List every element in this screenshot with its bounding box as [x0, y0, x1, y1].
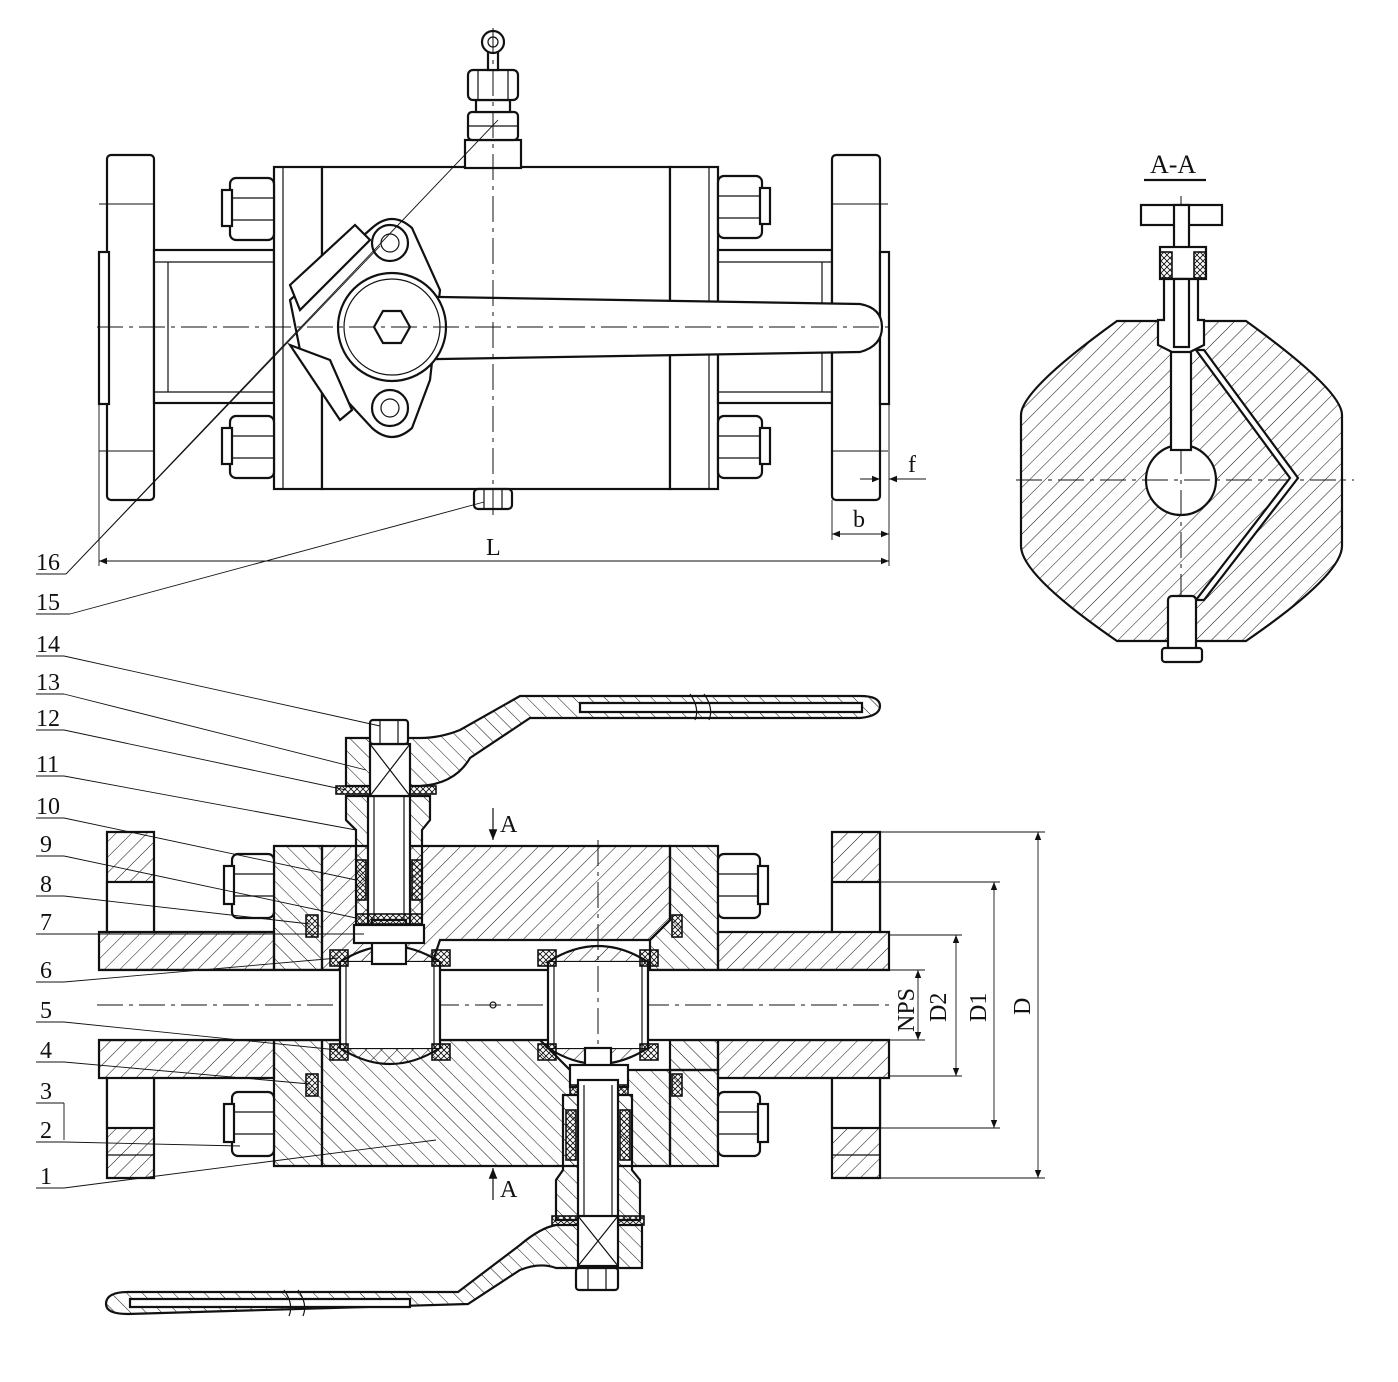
front-section-view: A A NPS D2 D1 D	[97, 693, 1045, 1317]
part-number-13: 13	[36, 670, 60, 696]
part-number-6: 6	[40, 958, 52, 984]
top-left-nuts	[220, 176, 276, 480]
part-number-7: 7	[40, 910, 52, 936]
top-right-nuts	[716, 174, 772, 480]
part-number-8: 8	[40, 872, 52, 898]
part-callouts: 16 15 14 13 12 11 10 9 8	[36, 119, 499, 1190]
part-number-15: 15	[36, 590, 60, 616]
dim-D: D	[1010, 998, 1036, 1015]
ball-left	[329, 945, 451, 1065]
dim-NPS: NPS	[894, 988, 920, 1032]
part-number-4: 4	[40, 1038, 52, 1064]
part-number-1: 1	[40, 1164, 52, 1190]
ball-right	[537, 945, 659, 1065]
dim-D1: D1	[966, 993, 992, 1022]
stem-lower	[104, 1046, 645, 1317]
dim-f: f	[908, 452, 916, 478]
section-mark-top: A	[500, 812, 518, 838]
section-mark-bottom: A	[500, 1177, 518, 1203]
part-number-2: 2	[40, 1118, 52, 1144]
section-a-a: A-A	[1016, 150, 1354, 664]
front-nuts	[222, 852, 770, 1158]
dim-b: b	[853, 507, 865, 533]
dim-L: L	[486, 535, 501, 561]
dim-D2: D2	[926, 993, 952, 1022]
part-number-5: 5	[40, 998, 52, 1024]
part-number-3: 3	[40, 1079, 52, 1105]
part-number-11: 11	[36, 752, 59, 778]
part-number-10: 10	[36, 794, 60, 820]
part-number-12: 12	[36, 706, 60, 732]
part-number-9: 9	[40, 832, 52, 858]
part-number-14: 14	[36, 632, 60, 658]
section-title: A-A	[1150, 150, 1196, 179]
part-number-16: 16	[36, 550, 60, 576]
top-view: L b f	[97, 28, 926, 566]
stem-upper	[335, 693, 882, 966]
